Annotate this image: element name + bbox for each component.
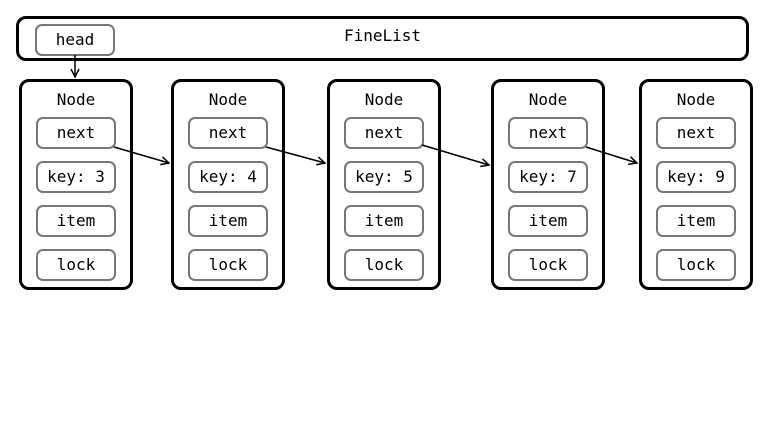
node-next-field: next [656, 117, 736, 149]
node-next-field: next [344, 117, 424, 149]
finelist-title: FineList [343, 26, 422, 45]
node-key-field: key: 5 [344, 161, 424, 193]
node-lock-field: lock [508, 249, 588, 281]
node-item-field: item [508, 205, 588, 237]
node-title: Node [56, 90, 96, 109]
node-item-field: item [344, 205, 424, 237]
node-key-field: key: 9 [656, 161, 736, 193]
node-lock-field: lock [188, 249, 268, 281]
node-key-field: key: 4 [188, 161, 268, 193]
node-1: Node next key: 4 item lock [171, 79, 285, 290]
node-4: Node next key: 9 item lock [639, 79, 753, 290]
node-next-field: next [508, 117, 588, 149]
finelist-container: FineList [16, 16, 749, 61]
node-next-field: next [36, 117, 116, 149]
node-title: Node [528, 90, 568, 109]
node-next-field: next [188, 117, 268, 149]
node-3: Node next key: 7 item lock [491, 79, 605, 290]
node-title: Node [208, 90, 248, 109]
node-title: Node [676, 90, 716, 109]
node-lock-field: lock [344, 249, 424, 281]
node-2: Node next key: 5 item lock [327, 79, 441, 290]
node-key-field: key: 3 [36, 161, 116, 193]
node-lock-field: lock [36, 249, 116, 281]
node-lock-field: lock [656, 249, 736, 281]
node-0: Node next key: 3 item lock [19, 79, 133, 290]
node-key-field: key: 7 [508, 161, 588, 193]
node-item-field: item [188, 205, 268, 237]
head-field: head [35, 24, 115, 56]
node-title: Node [364, 90, 404, 109]
node-item-field: item [656, 205, 736, 237]
node-item-field: item [36, 205, 116, 237]
